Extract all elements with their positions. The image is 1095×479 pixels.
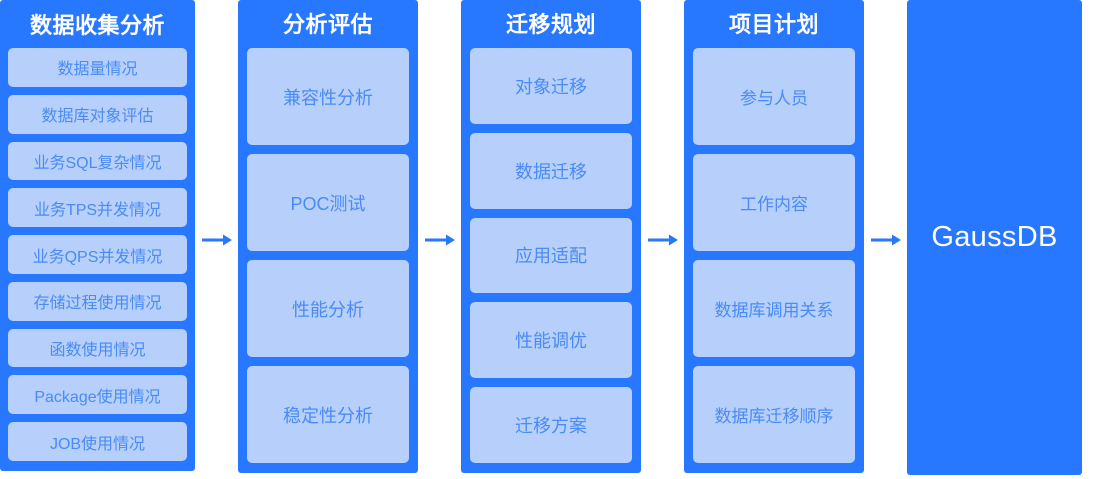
flow-arrow	[864, 0, 907, 479]
stage-column-project-plan[interactable]: 项目计划 参与人员 工作内容 数据库调用关系 数据库迁移顺序	[684, 0, 864, 473]
stage-item-list: 数据量情况 数据库对象评估 业务SQL复杂情况 业务TPS并发情况 业务QPS并…	[8, 48, 187, 462]
stage-item[interactable]: POC测试	[247, 154, 409, 251]
target-label: GaussDB	[931, 221, 1058, 253]
target-panel-gaussdb[interactable]: GaussDB	[907, 0, 1082, 475]
stage-item-list: 对象迁移 数据迁移 应用适配 性能调优 迁移方案	[470, 48, 632, 463]
stage-item[interactable]: 性能调优	[470, 302, 632, 379]
stage-item[interactable]: 业务TPS并发情况	[8, 188, 187, 228]
stage-column-migration-planning[interactable]: 迁移规划 对象迁移 数据迁移 应用适配 性能调优 迁移方案	[461, 0, 641, 473]
stage-item[interactable]: 迁移方案	[470, 387, 632, 463]
stage-item[interactable]: 存储过程使用情况	[8, 281, 187, 321]
stage-item[interactable]: 性能分析	[247, 260, 409, 357]
stage-item[interactable]: 稳定性分析	[247, 366, 409, 463]
arrow-right-icon	[647, 233, 678, 247]
stage-item[interactable]: 参与人员	[693, 48, 855, 145]
stage-item[interactable]: 应用适配	[470, 217, 632, 294]
stage-item[interactable]: 业务QPS并发情况	[8, 235, 187, 274]
stage-item[interactable]: 业务SQL复杂情况	[8, 141, 187, 181]
stage-item[interactable]: 兼容性分析	[247, 48, 409, 145]
flow-arrow	[641, 0, 684, 479]
stage-item-list: 参与人员 工作内容 数据库调用关系 数据库迁移顺序	[693, 48, 855, 463]
stage-title: 项目计划	[728, 12, 819, 37]
stage-item[interactable]: 函数使用情况	[8, 328, 187, 368]
stage-item[interactable]: 对象迁移	[470, 48, 632, 124]
flow-arrow	[418, 0, 461, 479]
arrow-right-icon	[870, 233, 901, 247]
stage-title: 数据收集分析	[29, 13, 165, 38]
arrow-right-icon	[201, 233, 232, 247]
stage-item[interactable]: 数据量情况	[8, 48, 187, 87]
stage-item[interactable]: 数据库调用关系	[693, 260, 855, 357]
stage-item[interactable]: 数据库对象评估	[8, 94, 187, 134]
stage-item[interactable]: 数据迁移	[470, 132, 632, 209]
stage-item[interactable]: Package使用情况	[8, 375, 187, 415]
flow-arrow	[195, 0, 238, 479]
stage-title: 迁移规划	[505, 12, 596, 37]
stage-item[interactable]: 数据库迁移顺序	[693, 366, 855, 463]
stage-item[interactable]: JOB使用情况	[8, 422, 187, 462]
stage-column-analysis-evaluation[interactable]: 分析评估 兼容性分析 POC测试 性能分析 稳定性分析	[238, 0, 418, 473]
arrow-right-icon	[424, 233, 455, 247]
stage-title: 分析评估	[282, 12, 373, 37]
stage-item[interactable]: 工作内容	[693, 154, 855, 251]
stage-column-data-collection[interactable]: 数据收集分析 数据量情况 数据库对象评估 业务SQL复杂情况 业务TPS并发情况…	[0, 0, 195, 471]
stage-item-list: 兼容性分析 POC测试 性能分析 稳定性分析	[247, 48, 409, 463]
